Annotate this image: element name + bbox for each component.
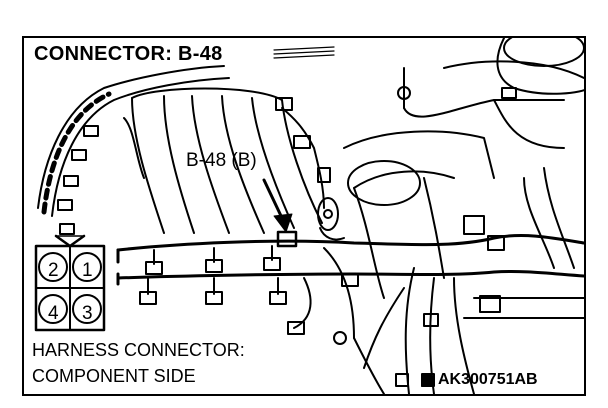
figure-code-marker bbox=[421, 375, 433, 387]
rear-harness bbox=[37, 65, 230, 235]
pin-label-1: 1 bbox=[82, 260, 93, 281]
connector-callout-label: B-48 (B) bbox=[186, 150, 257, 171]
pin-label-2: 2 bbox=[48, 260, 59, 281]
pin-label-3: 3 bbox=[82, 303, 93, 324]
caption-line-2: COMPONENT SIDE bbox=[32, 366, 196, 386]
front-harness bbox=[116, 230, 584, 394]
connector-face bbox=[34, 234, 106, 332]
callout-arrow bbox=[262, 178, 293, 233]
connector-b48 bbox=[276, 230, 298, 248]
title-rule bbox=[273, 46, 335, 59]
figure-code: AK300751AB bbox=[438, 371, 538, 388]
engine-harness-illustration bbox=[34, 38, 584, 394]
intake-manifold bbox=[123, 87, 323, 234]
air-duct bbox=[343, 38, 584, 299]
right-components bbox=[397, 67, 584, 319]
sensor-cluster bbox=[275, 97, 345, 241]
diagram-title: CONNECTOR: B-48 bbox=[34, 43, 223, 65]
pin-label-4: 4 bbox=[48, 303, 59, 324]
caption-line-1: HARNESS CONNECTOR: bbox=[32, 340, 245, 360]
diagram-frame: CONNECTOR: B-48 B-48 (B) 2 1 4 3 HARNESS… bbox=[22, 36, 586, 396]
